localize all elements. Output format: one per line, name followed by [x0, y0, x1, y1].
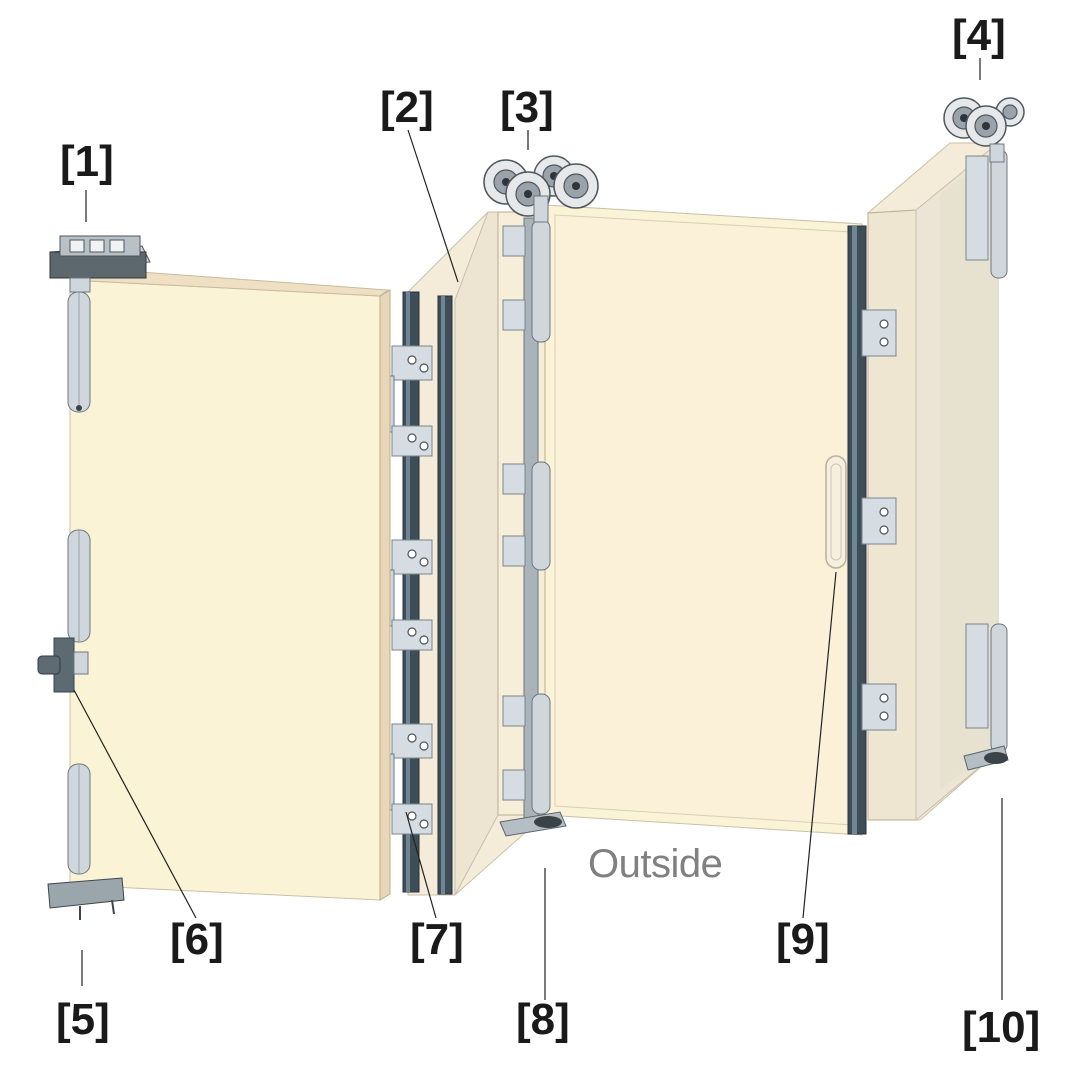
callout-8: [8]: [516, 995, 570, 1044]
door-handle-icon: [825, 455, 847, 569]
callout-4: [4]: [952, 11, 1006, 60]
bottom-pivot-icon: [47, 877, 125, 920]
right-panel-hinges: [965, 149, 1008, 753]
leader-lines: [73, 58, 1003, 1000]
seal-strip: [402, 291, 420, 893]
callout-1: [1]: [60, 137, 114, 186]
left-panel: [69, 271, 391, 901]
pivot-hinge-icon: [990, 149, 1008, 279]
left-panel-hinges: [67, 291, 91, 875]
callout-6: [6]: [170, 915, 224, 964]
callout-9: [9]: [776, 915, 830, 964]
callout-5: [5]: [56, 995, 110, 1044]
wall-bracket-icon: [37, 637, 89, 693]
center-panel: [544, 204, 863, 836]
outside-caption: Outside: [588, 842, 723, 886]
right-panel: [867, 141, 999, 822]
bottom-pivot-icon: [963, 745, 1009, 771]
callout-10: [10]: [962, 1003, 1041, 1052]
roller-carriage-icon: [483, 155, 599, 223]
central-hinge-column: [502, 217, 551, 819]
roller-carriage-icon: [943, 97, 1025, 163]
callout-2: [2]: [380, 83, 434, 132]
center-right-hinges: [861, 309, 897, 731]
callout-7: [7]: [410, 915, 464, 964]
top-guide-block-icon: [49, 235, 151, 293]
pivot-hinge-icon: [990, 623, 1008, 753]
bottom-pivot-icon: [499, 811, 567, 837]
callout-3: [3]: [500, 83, 554, 132]
